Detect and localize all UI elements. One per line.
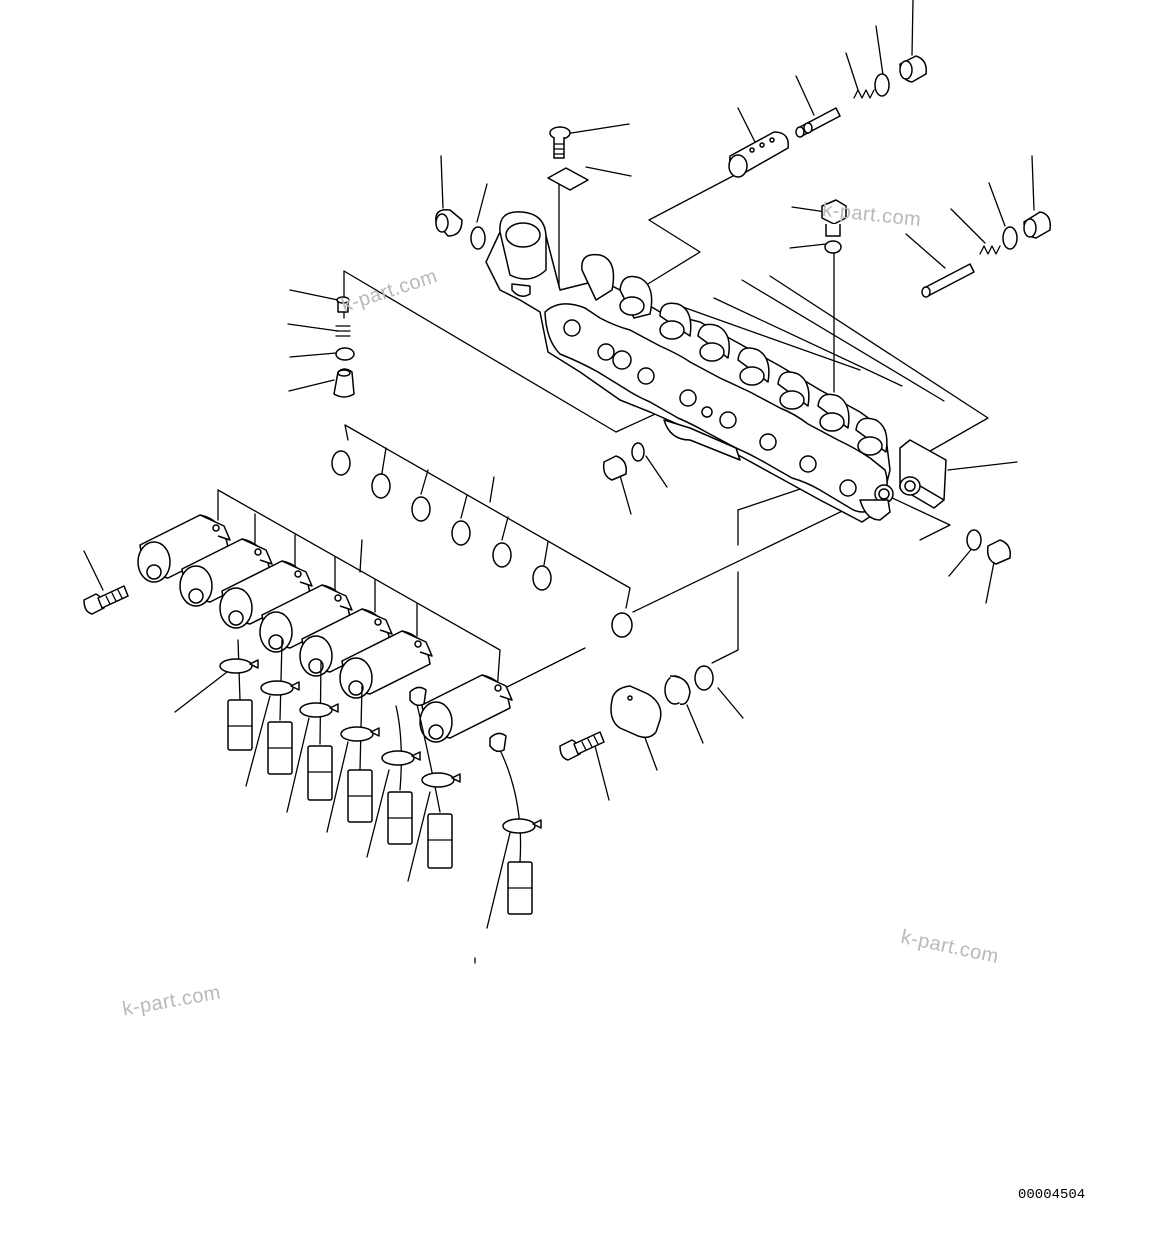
solenoids xyxy=(137,514,513,743)
valve-body xyxy=(485,211,947,523)
lower-hardware xyxy=(83,585,714,761)
drawing-number: 00004504 xyxy=(1018,1187,1086,1203)
connectors xyxy=(219,639,542,915)
o-rings xyxy=(331,450,633,638)
leader-lines xyxy=(83,0,1035,964)
hardware-parts xyxy=(333,55,1052,565)
